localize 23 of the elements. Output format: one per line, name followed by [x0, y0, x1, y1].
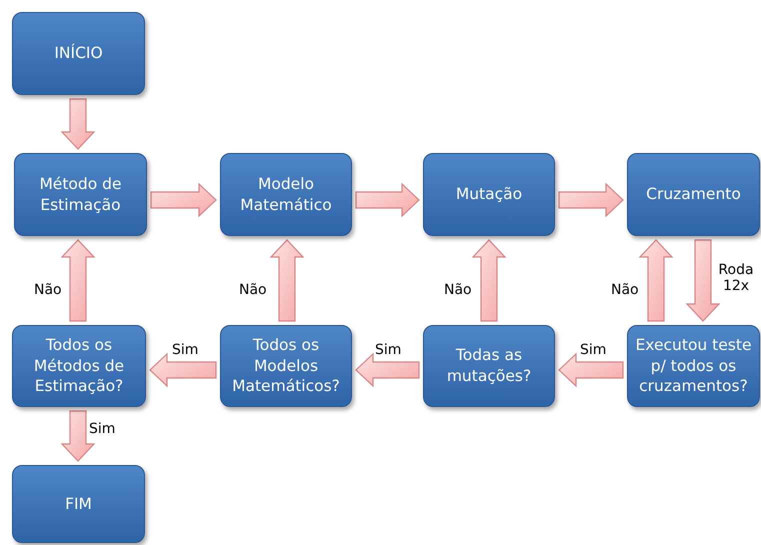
block-arrow [270, 239, 304, 322]
block-arrow [355, 182, 420, 218]
block-arrow [638, 239, 674, 322]
process-box: Executou teste p/ todos os cruzamentos? [627, 325, 760, 407]
block-arrow [150, 182, 217, 218]
block-arrow [686, 239, 720, 322]
block-arrow [60, 98, 96, 150]
process-box: Todas as mutações? [423, 325, 555, 407]
process-box: Mutação [423, 153, 555, 236]
process-box: Cruzamento [627, 153, 760, 236]
block-arrow [472, 239, 506, 322]
process-box: Modelo Matemático [220, 153, 352, 236]
process-box: INÍCIO [12, 12, 145, 95]
process-box: Todos os Métodos de Estimação? [12, 325, 146, 407]
block-arrow [558, 352, 624, 388]
block-arrow [60, 410, 96, 462]
block-arrow [558, 182, 624, 218]
process-box: Todos os Modelos Matemáticos? [220, 325, 352, 407]
process-box: Método de Estimação [14, 153, 147, 236]
block-arrow [355, 352, 420, 388]
block-arrow [60, 239, 96, 322]
block-arrow [149, 352, 217, 388]
process-box: FIM [12, 465, 145, 543]
